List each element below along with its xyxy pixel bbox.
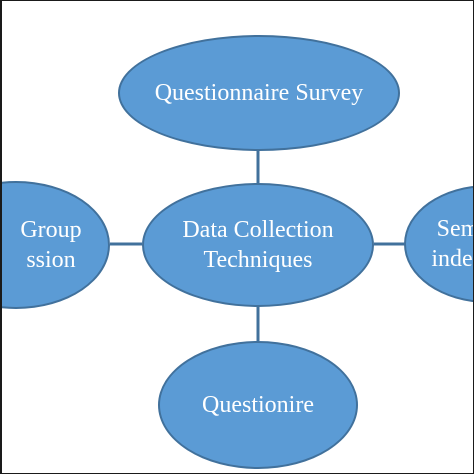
node-questionire-label: Questionire	[202, 392, 314, 418]
node-questionnaire-survey-label: Questionnaire Survey	[154, 80, 364, 106]
node-center-label: Data Collection Techniques	[182, 217, 334, 273]
node-data-collection-techniques: Data Collection Techniques	[142, 183, 374, 307]
node-semi-independent-label: Sem indep	[431, 216, 473, 272]
node-group-discussion-label: Group ssion	[20, 217, 82, 273]
node-questionnaire-survey: Questionnaire Survey	[118, 35, 400, 151]
node-questionire: Questionire	[158, 341, 358, 469]
